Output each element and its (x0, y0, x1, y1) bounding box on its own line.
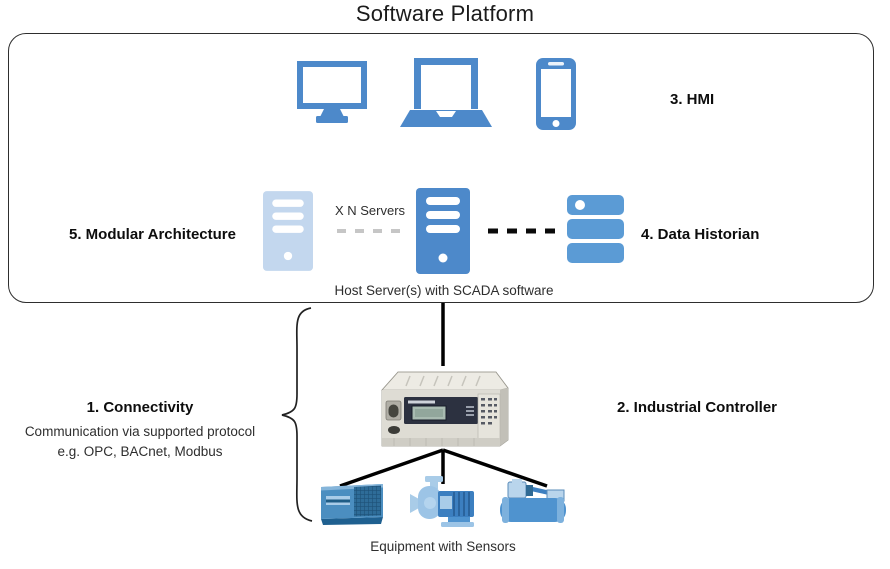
curly-brace-icon (281, 307, 313, 522)
smartphone-icon (535, 57, 577, 131)
laptop-icon (400, 58, 492, 130)
air-handler-icon (320, 482, 384, 526)
industrial-controller-label: 2. Industrial Controller (617, 399, 778, 416)
hmi-label: 3. HMI (670, 91, 715, 108)
modular-architecture-label: 5. Modular Architecture (69, 226, 236, 243)
desktop-monitor-icon (297, 61, 367, 123)
plc-controller-image (374, 364, 514, 454)
xn-servers-label: X N Servers (334, 203, 406, 218)
data-historian-label: 4. Data Historian (641, 226, 760, 243)
connectivity-desc-line1: Communication via supported protocol (24, 424, 256, 439)
connectivity-desc-line2: e.g. OPC, BACnet, Modbus (57, 444, 223, 459)
equipment-caption: Equipment with Sensors (370, 539, 516, 554)
centrifugal-pump-icon (410, 474, 478, 529)
compressor-tank-icon (499, 478, 567, 526)
connectivity-label: 1. Connectivity (86, 399, 194, 416)
page-title: Software Platform (355, 1, 535, 26)
software-platform-box (8, 33, 874, 303)
server-tower-faded-icon (263, 188, 313, 274)
host-server-caption: Host Server(s) with SCADA software (334, 283, 554, 298)
connectivity-block: 1. Connectivity Communication via suppor… (6, 399, 274, 462)
data-historian-icon (567, 195, 624, 265)
server-tower-icon (416, 188, 470, 274)
